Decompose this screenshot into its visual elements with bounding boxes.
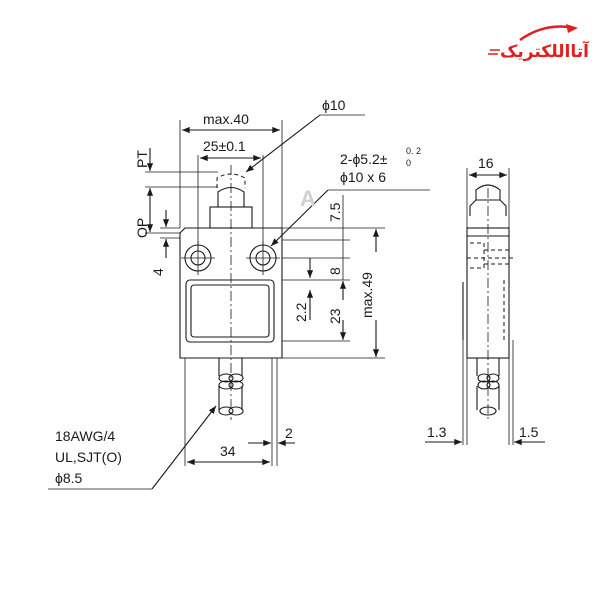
height-max49-label: max.49 bbox=[359, 272, 375, 318]
watermark: A bbox=[300, 186, 316, 211]
dim-34-label: 34 bbox=[220, 443, 236, 459]
cable-spec-line2: UL,SJT(O) bbox=[55, 449, 122, 465]
op-label: OP bbox=[134, 218, 150, 238]
dim-25-label: 25±0.1 bbox=[203, 138, 246, 154]
dim-1-5-label: 1.5 bbox=[519, 424, 539, 440]
dim-2-2-label: 2.2 bbox=[293, 302, 309, 322]
dim-4-label: 4 bbox=[150, 268, 166, 276]
mount-hole-left bbox=[181, 241, 215, 275]
dim-max40-label: max.40 bbox=[203, 111, 249, 127]
logo-swoosh-icon bbox=[519, 25, 576, 42]
mount-holes-tol-upper: 0. 2 bbox=[406, 146, 421, 156]
mount-holes-tol-lower: 0 bbox=[406, 158, 411, 168]
cable-spec-line3: ϕ8.5 bbox=[55, 470, 83, 486]
dim-7-5-label: 7.5 bbox=[327, 202, 343, 222]
dim-23-label: 23 bbox=[327, 308, 343, 324]
cable-spec-line1: 18AWG/4 bbox=[55, 428, 115, 444]
side-view: 16 1.3 1.5 bbox=[425, 155, 545, 446]
mount-holes-label: 2-ϕ5.2± bbox=[340, 151, 388, 167]
side-width-label: 16 bbox=[478, 155, 494, 171]
plunger-dia-label: ϕ10 bbox=[322, 97, 346, 113]
brand-logo: آتااللکتریک bbox=[488, 24, 590, 62]
dim-2-label: 2 bbox=[285, 425, 293, 441]
dim-8-label: 8 bbox=[327, 267, 343, 275]
pt-label: PT bbox=[134, 150, 150, 168]
front-view: max.40 25±0.1 ϕ10 PT OP 4 bbox=[48, 97, 430, 490]
logo-arrow-icon bbox=[566, 24, 578, 33]
cable bbox=[218, 358, 244, 416]
logo-text: آتااللکتریک bbox=[500, 40, 590, 62]
mount-hole-right bbox=[246, 241, 280, 275]
mount-holes-depth-label: ϕ10 x 6 bbox=[340, 169, 386, 185]
dim-1-3-label: 1.3 bbox=[427, 424, 447, 440]
